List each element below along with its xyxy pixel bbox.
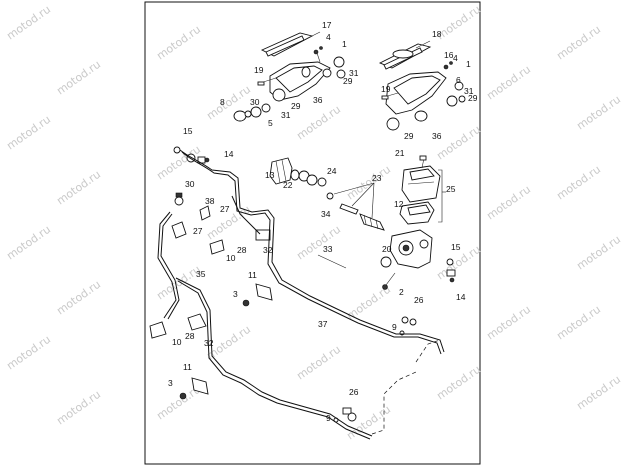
callout-label: 17 — [322, 20, 332, 30]
callout-label: 29 — [291, 101, 301, 111]
callout-label: 36 — [313, 95, 323, 105]
callout-label: 24 — [327, 166, 337, 176]
callout-label: 23 — [372, 173, 382, 183]
brake-master-cylinder-assembly — [269, 155, 441, 290]
watermark-text: motod.ru — [344, 163, 393, 203]
brake-lines — [157, 149, 445, 440]
callout-label: 30 — [250, 97, 260, 107]
left-footboard-assembly — [233, 32, 346, 122]
callout-label: 3 — [168, 378, 173, 388]
watermark-text: motod.ru — [54, 58, 103, 98]
callout-label: 10 — [172, 337, 182, 347]
watermark-text: motod.ru — [344, 403, 393, 443]
callout-label: 16 — [444, 50, 454, 60]
callout-label: 1 — [342, 39, 347, 49]
callout-label: 1 — [466, 59, 471, 69]
callout-label: 15 — [451, 242, 461, 252]
callout-label: 3 — [233, 289, 238, 299]
callout-label: 4 — [326, 32, 331, 42]
callout-label: 12 — [394, 199, 404, 209]
callout-label: 13 — [265, 170, 275, 180]
callout-label: 27 — [220, 204, 230, 214]
watermark-text: motod.ru — [54, 388, 103, 428]
watermark-text: motod.ru — [574, 233, 623, 273]
watermark-text: motod.ru — [434, 3, 483, 43]
callout-label: 34 — [321, 209, 331, 219]
watermark-text: motod.ru — [294, 223, 343, 263]
callout-label: 2 — [399, 287, 404, 297]
diagram-frame — [144, 1, 481, 465]
callout-label: 36 — [432, 131, 442, 141]
callout-label: 22 — [283, 180, 293, 190]
callout-label: 37 — [318, 319, 328, 329]
watermark-text: motod.ru — [484, 303, 533, 343]
callout-label: 29 — [404, 131, 414, 141]
callout-label: 32 — [204, 338, 214, 348]
callout-label: 14 — [456, 292, 466, 302]
watermark-text: motod.ru — [4, 333, 53, 373]
callout-label: 27 — [193, 226, 203, 236]
callout-label: 30 — [185, 179, 195, 189]
callout-label: 21 — [395, 148, 405, 158]
callout-label: 31 — [464, 86, 474, 96]
callout-label: 28 — [185, 331, 195, 341]
watermark-text: motod.ru — [574, 373, 623, 413]
callout-label: 29 — [468, 93, 478, 103]
callout-label: 10 — [226, 253, 236, 263]
callout-label: 28 — [237, 245, 247, 255]
watermark-text: motod.ru — [54, 278, 103, 318]
callout-label: 26 — [349, 387, 359, 397]
callout-label: 11 — [183, 362, 192, 372]
callout-label: 6 — [456, 75, 461, 85]
right-footboard-assembly — [378, 43, 466, 131]
watermark-text: motod.ru — [434, 123, 483, 163]
watermark-text: motod.ru — [484, 183, 533, 223]
watermark-text: motod.ru — [4, 113, 53, 153]
watermark-text: motod.ru — [54, 168, 103, 208]
watermark-text: motod.ru — [4, 3, 53, 43]
watermark-text: motod.ru — [294, 343, 343, 383]
watermark-text: motod.ru — [554, 23, 603, 63]
callout-label: 4 — [453, 53, 458, 63]
callout-label: 15 — [183, 126, 193, 136]
callout-label: 25 — [446, 184, 456, 194]
callout-label: 19 — [381, 84, 391, 94]
callout-label: 18 — [432, 29, 442, 39]
watermark-text: motod.ru — [554, 303, 603, 343]
watermark-text: motod.ru — [154, 23, 203, 63]
callout-label: 31 — [349, 68, 359, 78]
callout-label: 26 — [414, 295, 424, 305]
left-brake-line-fittings — [149, 146, 456, 423]
callout-label: 38 — [205, 196, 215, 206]
callout-label: 19 — [254, 65, 264, 75]
callout-label: 33 — [323, 244, 333, 254]
callout-label: 35 — [196, 269, 206, 279]
callout-label: 32 — [263, 245, 273, 255]
callout-label: 11 — [248, 270, 257, 280]
watermark-text: motod.ru — [294, 103, 343, 143]
callout-label: 20 — [382, 244, 392, 254]
callout-label: 29 — [343, 76, 353, 86]
watermark-text: motod.ru — [434, 363, 483, 403]
watermark-text: motod.ru — [554, 163, 603, 203]
callout-label: 14 — [224, 149, 234, 159]
callout-label: 8 — [220, 97, 225, 107]
watermark-text: motod.ru — [574, 93, 623, 133]
watermark-text: motod.ru — [484, 63, 533, 103]
watermark-text: motod.ru — [4, 223, 53, 263]
callout-label: 9 — [392, 322, 397, 332]
callout-label: 31 — [281, 110, 291, 120]
callout-label: 9 — [326, 413, 331, 423]
callout-label: 5 — [268, 118, 273, 128]
leader-lines — [303, 31, 431, 269]
